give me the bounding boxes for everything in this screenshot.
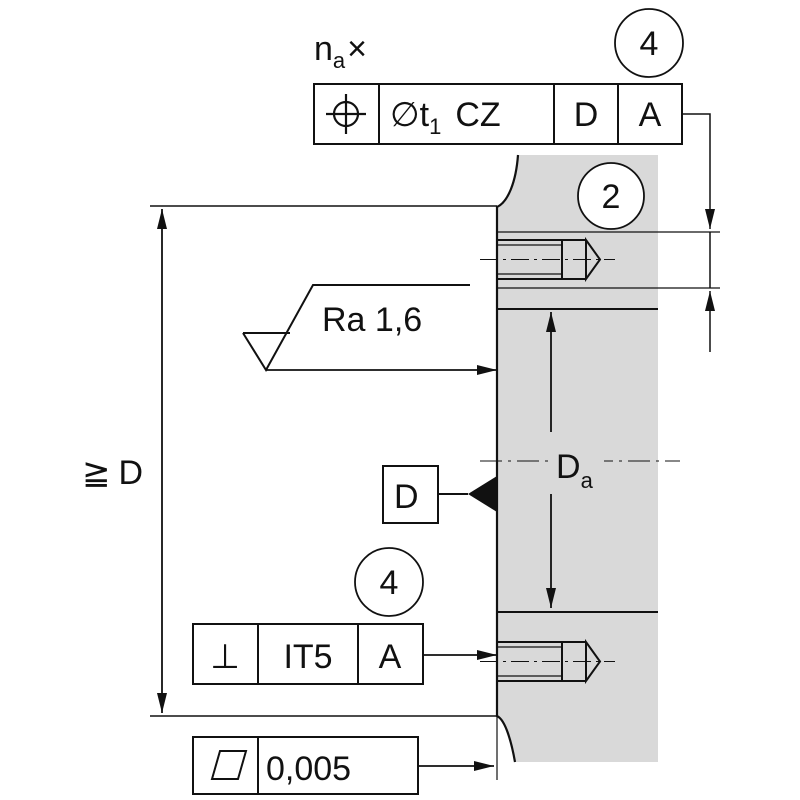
balloon-2-label: 2 (602, 178, 621, 216)
perpendicularity-balloon-label: 4 (380, 564, 399, 602)
threaded-hole-top (480, 236, 615, 283)
position-multiplier: na× (314, 30, 367, 73)
perpendicularity-frame: 4 ⊥ IT5 A (192, 547, 424, 685)
perpendicularity-tolerance: IT5 (283, 638, 332, 676)
position-balloon (614, 8, 684, 78)
perpendicularity-datum: A (379, 638, 402, 676)
position-leader (682, 113, 715, 229)
position-datum-1: D (574, 96, 599, 134)
position-balloon-label: 4 (640, 25, 659, 63)
surface-finish-symbol (242, 284, 497, 375)
balloon-2 (577, 162, 645, 230)
surface-finish-label: Ra 1,6 (322, 301, 422, 339)
dimension-da-label: Da (556, 448, 594, 493)
flatness-icon (210, 750, 248, 780)
position-icon (326, 94, 366, 134)
datum-feature-label: D (394, 478, 419, 516)
threaded-hole-bottom (480, 638, 615, 685)
perpendicularity-balloon (354, 547, 424, 617)
dimension-left-label: ≧D (82, 454, 143, 492)
flatness-tolerance: 0,005 (266, 750, 351, 788)
perpendicularity-symbol: ⊥ (210, 638, 240, 676)
datum-feature-triangle (468, 476, 497, 512)
dimension-da-label-bg (548, 432, 604, 494)
flatness-frame: 0,005 (192, 736, 419, 795)
position-datum-2: A (639, 96, 662, 134)
datum-feature-box (382, 465, 439, 524)
